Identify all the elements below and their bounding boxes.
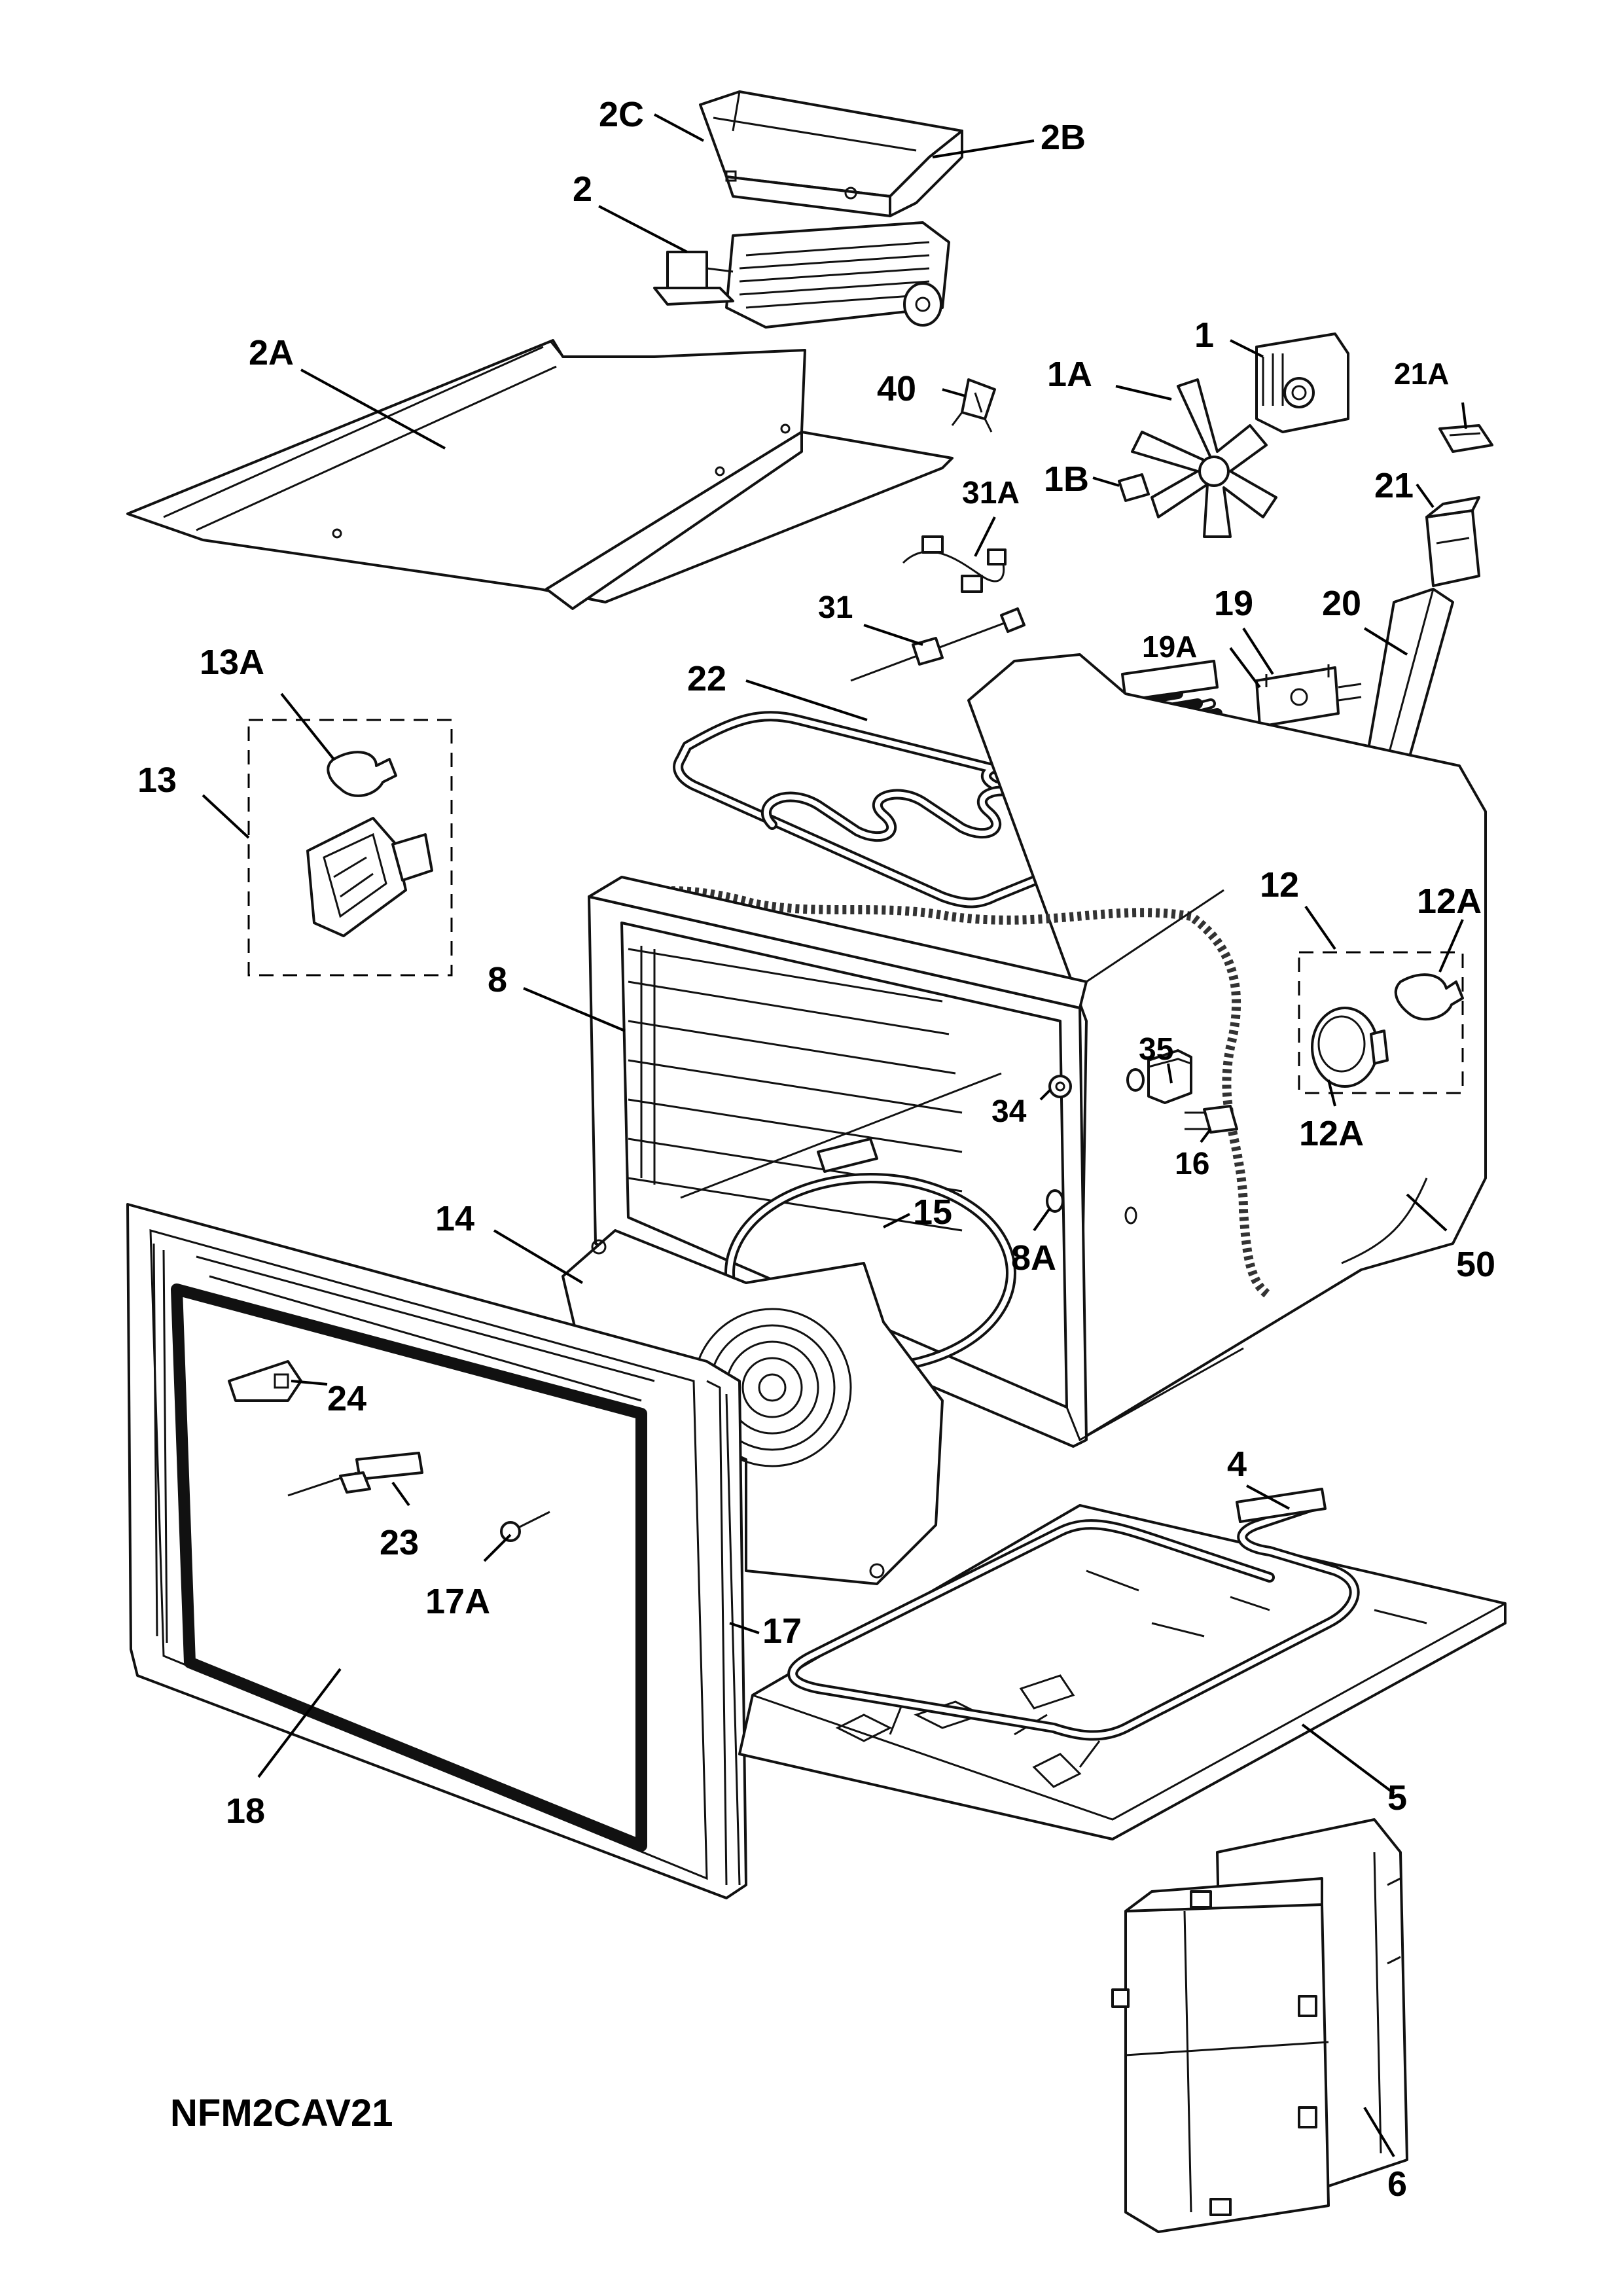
label-31: 31	[818, 590, 853, 625]
label-17: 17	[762, 1611, 802, 1651]
label-24: 24	[327, 1379, 367, 1418]
label-2C: 2C	[599, 95, 645, 134]
label-1B: 1B	[1044, 459, 1090, 499]
diagram-code: NFM2CAV21	[170, 2092, 393, 2134]
label-13: 13	[137, 761, 177, 800]
part-1-fan-motor	[1255, 332, 1349, 433]
part-17a-screw	[500, 1511, 550, 1542]
part-13a-bulb	[327, 751, 397, 797]
label-1A: 1A	[1047, 355, 1093, 394]
part-12a-bulb	[1394, 973, 1464, 1021]
part-31-sensor	[850, 607, 1026, 682]
part-18-door-seal	[171, 1283, 647, 1852]
part-shelf-runners	[628, 946, 963, 1232]
label-12A-bottom: 12A	[1299, 1114, 1364, 1153]
part-34-socket	[1048, 1075, 1072, 1098]
label-21: 21	[1374, 466, 1414, 505]
leader-lines	[202, 113, 1467, 2158]
label-19: 19	[1214, 584, 1254, 623]
label-31A: 31A	[962, 476, 1020, 511]
label-1: 1	[1194, 315, 1215, 355]
part-13-lamp-holder	[306, 817, 433, 937]
part-2b-duct	[699, 90, 963, 217]
part-2-tangential-fan	[653, 221, 950, 329]
label-23: 23	[380, 1523, 419, 1562]
part-16-connector	[1185, 1105, 1238, 1134]
label-6: 6	[1387, 2164, 1408, 2204]
label-16: 16	[1175, 1147, 1210, 1181]
part-6-control-box	[1111, 1818, 1408, 2233]
label-13A: 13A	[200, 643, 265, 682]
part-21-bracket	[1425, 496, 1480, 587]
part-19-thermostat	[1255, 664, 1362, 728]
hole-detail	[1124, 1206, 1137, 1225]
part-1a-fan-blade	[1131, 378, 1277, 538]
label-18: 18	[226, 1791, 266, 1831]
part-31a-wire	[902, 535, 1007, 593]
part-8a-screw	[1046, 1189, 1064, 1213]
label-5: 5	[1387, 1778, 1408, 1818]
part-1b-nut	[1118, 473, 1150, 502]
label-21A: 21A	[1394, 357, 1450, 391]
label-15: 15	[913, 1193, 953, 1232]
label-17A: 17A	[425, 1582, 491, 1621]
part-12-lamp-group-box	[1298, 951, 1464, 1094]
label-4: 4	[1227, 1444, 1247, 1484]
part-12a-lamp-cover	[1311, 1007, 1389, 1088]
label-8: 8	[488, 960, 508, 999]
label-8A: 8A	[1011, 1238, 1057, 1278]
label-20: 20	[1322, 584, 1362, 623]
part-40-clip	[951, 378, 996, 433]
part-13-lamp-group-box	[247, 719, 453, 977]
label-34: 34	[991, 1094, 1027, 1129]
part-24-hinge-block	[228, 1360, 302, 1402]
label-35: 35	[1139, 1032, 1174, 1067]
label-14: 14	[435, 1199, 475, 1238]
label-50: 50	[1456, 1245, 1496, 1284]
label-2B: 2B	[1041, 118, 1086, 157]
label-2A: 2A	[249, 333, 294, 372]
label-22: 22	[687, 659, 727, 698]
part-2a-top-cover	[126, 339, 954, 610]
part-23-hinge	[287, 1452, 423, 1497]
label-12A-top: 12A	[1417, 882, 1482, 921]
label-2: 2	[573, 170, 593, 209]
label-12: 12	[1260, 865, 1300, 905]
part-20-tube	[1366, 588, 1454, 767]
part-21a-pad	[1438, 424, 1493, 453]
label-19A: 19A	[1142, 630, 1198, 664]
label-40: 40	[877, 369, 917, 408]
